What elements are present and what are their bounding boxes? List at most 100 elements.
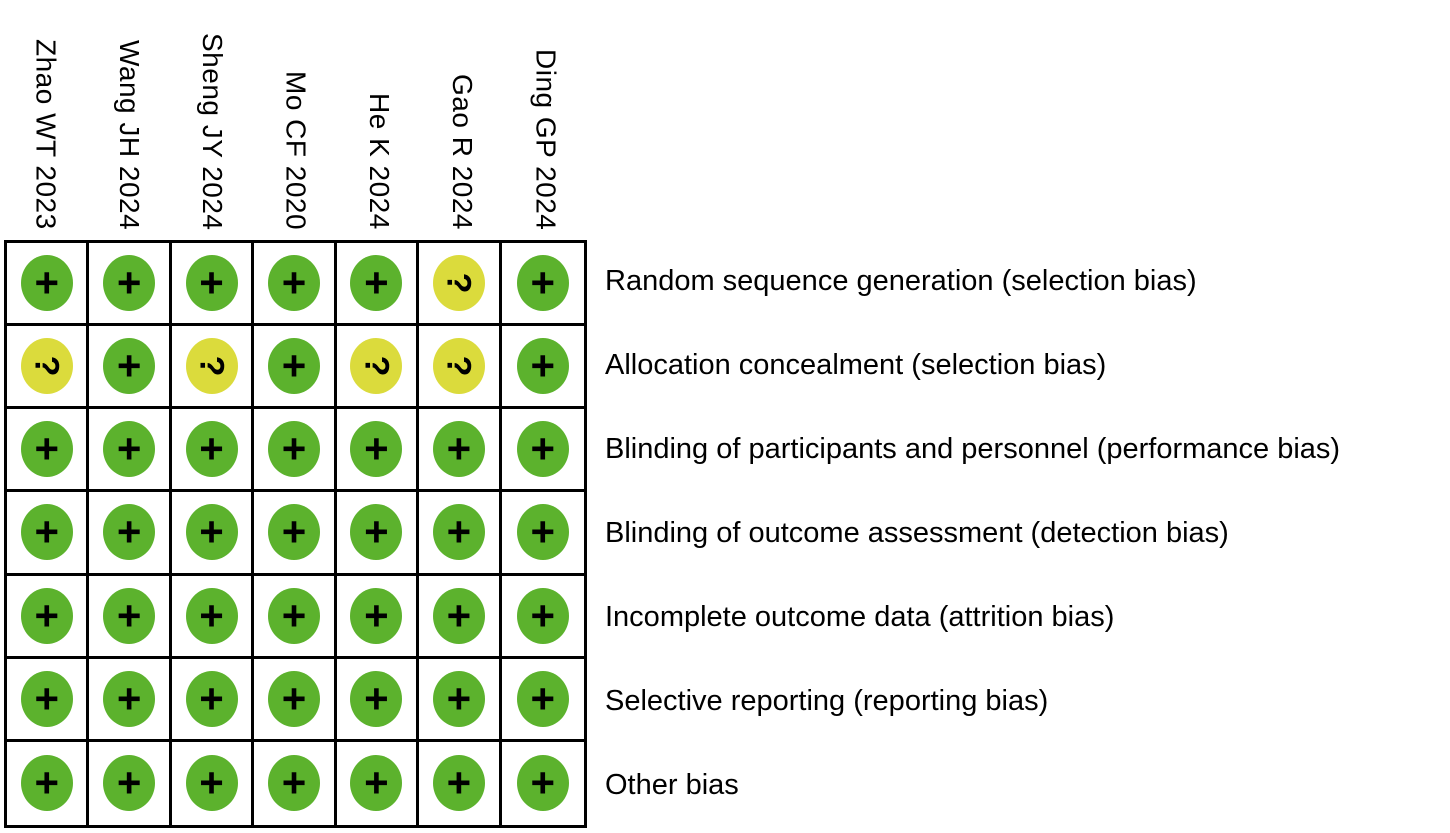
judgement-cell: +: [89, 741, 172, 825]
judgement-cell: +: [501, 658, 584, 742]
judgement-cell: +: [7, 575, 90, 659]
study-label: Mo CF 2020: [280, 70, 312, 230]
judgement-symbol: +: [446, 759, 472, 807]
unclear-risk-icon: ?: [432, 338, 485, 395]
judgement-cell: +: [89, 326, 172, 410]
judgement-cell: +: [336, 243, 420, 327]
low-risk-icon: +: [103, 755, 156, 812]
judgement-symbol: +: [281, 342, 307, 390]
judgement-symbol: +: [116, 508, 142, 556]
low-risk-icon: +: [185, 755, 238, 812]
low-risk-icon: +: [103, 338, 156, 395]
judgement-cell: +: [7, 741, 90, 825]
judgement-symbol: +: [530, 674, 556, 722]
judgement-symbol: +: [281, 508, 307, 556]
judgement-symbol: +: [281, 674, 307, 722]
low-risk-icon: +: [185, 421, 238, 478]
low-risk-icon: +: [20, 421, 73, 478]
judgement-cell: +: [336, 741, 420, 825]
study-column-header: Ding GP 2024: [504, 0, 587, 239]
low-risk-icon: +: [267, 670, 320, 727]
judgement-symbol: +: [199, 508, 224, 556]
judgement-symbol: +: [530, 591, 556, 639]
judgement-cell: +: [171, 492, 255, 576]
judgement-cell: +: [171, 741, 255, 825]
judgement-symbol: +: [34, 508, 59, 556]
judgement-cell: +: [171, 575, 255, 659]
judgement-symbol: +: [199, 425, 224, 473]
judgement-symbol: +: [34, 425, 59, 473]
judgement-cell: +: [254, 741, 337, 825]
judgement-cell: +: [254, 243, 337, 327]
low-risk-icon: +: [20, 255, 73, 312]
bias-item-label: Blinding of participants and personnel (…: [605, 433, 1341, 466]
study-column-header: Mo CF 2020: [254, 0, 337, 239]
low-risk-icon: +: [267, 755, 320, 812]
low-risk-icon: +: [350, 421, 403, 478]
judgement-symbol: +: [116, 425, 142, 473]
judgement-symbol: +: [281, 759, 307, 807]
judgement-symbol: +: [116, 674, 142, 722]
judgement-cell: +: [89, 409, 172, 493]
low-risk-icon: +: [432, 670, 485, 727]
judgement-symbol: +: [34, 759, 59, 807]
low-risk-icon: +: [432, 587, 485, 644]
bias-item-label: Blinding of outcome assessment (detectio…: [605, 517, 1229, 550]
low-risk-icon: +: [20, 670, 73, 727]
judgement-symbol: ?: [27, 355, 66, 377]
judgement-symbol: +: [530, 508, 556, 556]
judgement-grid: +++++?+?+?+??+++++++++++++++++++++++++++…: [4, 240, 587, 828]
study-label: Wang JH 2024: [113, 39, 145, 230]
low-risk-icon: +: [185, 504, 238, 561]
judgement-cell: +: [501, 243, 584, 327]
bias-item-label: Incomplete outcome data (attrition bias): [605, 601, 1115, 634]
judgement-symbol: +: [281, 425, 307, 473]
judgement-symbol: +: [116, 342, 142, 390]
judgement-cell: +: [89, 658, 172, 742]
judgement-symbol: +: [364, 425, 389, 473]
low-risk-icon: +: [350, 504, 403, 561]
judgement-cell: +: [501, 575, 584, 659]
judgement-cell: +: [89, 243, 172, 327]
judgement-symbol: +: [364, 508, 389, 556]
judgement-cell: +: [501, 409, 584, 493]
judgement-symbol: +: [199, 674, 224, 722]
low-risk-icon: +: [267, 587, 320, 644]
judgement-cell: +: [7, 409, 90, 493]
low-risk-icon: +: [350, 587, 403, 644]
judgement-cell: +: [336, 575, 420, 659]
judgement-symbol: +: [446, 591, 472, 639]
unclear-risk-icon: ?: [185, 338, 238, 395]
low-risk-icon: +: [516, 670, 569, 727]
unclear-risk-icon: ?: [20, 338, 73, 395]
low-risk-icon: +: [516, 504, 569, 561]
judgement-cell: +: [89, 492, 172, 576]
judgement-symbol: +: [364, 591, 389, 639]
low-risk-icon: +: [103, 421, 156, 478]
judgement-symbol: ?: [439, 355, 478, 377]
judgement-symbol: +: [364, 674, 389, 722]
low-risk-icon: +: [516, 587, 569, 644]
study-label: Ding GP 2024: [530, 48, 562, 230]
judgement-cell: +: [419, 741, 502, 825]
low-risk-icon: +: [103, 504, 156, 561]
judgement-symbol: +: [446, 425, 472, 473]
study-label: He K 2024: [363, 93, 395, 230]
judgement-symbol: +: [530, 342, 556, 390]
bias-item-label: Other bias: [605, 769, 739, 802]
bias-item-labels: Random sequence generation (selection bi…: [605, 240, 1450, 828]
low-risk-icon: +: [267, 421, 320, 478]
unclear-risk-icon: ?: [432, 255, 485, 312]
study-column-header: Sheng JY 2024: [171, 0, 254, 239]
judgement-cell: +: [171, 243, 255, 327]
judgement-symbol: +: [281, 591, 307, 639]
low-risk-icon: +: [432, 755, 485, 812]
judgement-symbol: +: [34, 259, 59, 307]
low-risk-icon: +: [350, 255, 403, 312]
low-risk-icon: +: [350, 670, 403, 727]
low-risk-icon: +: [20, 755, 73, 812]
low-risk-icon: +: [20, 587, 73, 644]
judgement-cell: ?: [419, 243, 502, 327]
judgement-cell: ?: [7, 326, 90, 410]
